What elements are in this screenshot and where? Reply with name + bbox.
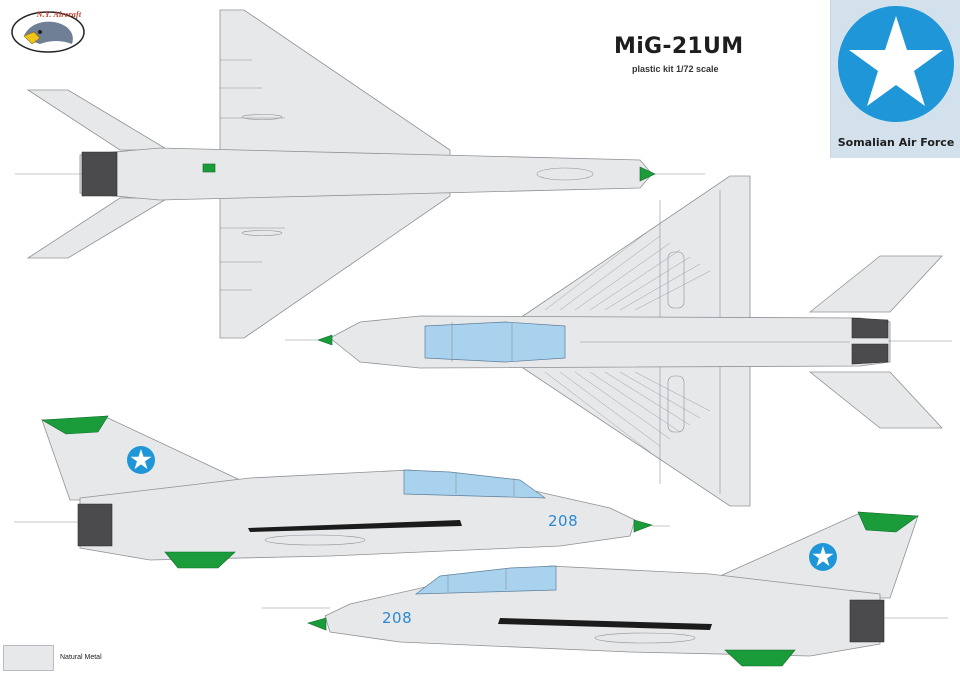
- top-view-exhaust: [81, 151, 118, 197]
- plan-view-stabilizer-upper: [808, 255, 943, 313]
- insignia-label: Somalian Air Force: [837, 136, 955, 149]
- side-profile-right: [262, 511, 948, 667]
- top-view: [15, 9, 705, 339]
- side-profile-right-ventral-fin: [724, 649, 796, 667]
- side-profile-left-nose-cone: [633, 519, 653, 533]
- side-profile-left-exhaust: [77, 503, 113, 547]
- side-profile-left-fin-tip: [40, 415, 109, 435]
- side-profile-left-ventral-fin: [164, 551, 236, 569]
- side-profile-right-canopy: [414, 565, 557, 595]
- page-title: MiG-21UM: [614, 34, 744, 59]
- side-profile-left: [14, 415, 670, 569]
- plan-view-exhaust-lower: [851, 343, 889, 365]
- plan-view-stabilizer-lower: [808, 371, 943, 429]
- brand-logo: N.Y. Aircraft: [10, 6, 86, 54]
- side-profile-right-nose-cone: [307, 617, 327, 631]
- star-roundel-icon: [838, 6, 954, 122]
- side-profile-left-canopy: [403, 469, 547, 499]
- insignia-panel: Somalian Air Force: [830, 0, 960, 158]
- brand-logo-text: N.Y. Aircraft: [36, 10, 82, 19]
- plan-view-wing-upper: [518, 175, 751, 319]
- eagle-head-icon: [11, 11, 85, 53]
- plan-view-canopy: [424, 321, 566, 363]
- top-view-stabilizer-left: [26, 89, 170, 151]
- serial-number-right: 208: [382, 609, 413, 627]
- top-view-marker: [202, 163, 216, 173]
- plan-view-nose-cone: [317, 334, 333, 346]
- plan-view-exhaust-upper: [851, 317, 889, 339]
- top-view-stabilizer-right: [26, 197, 170, 259]
- top-view-nose-cone: [639, 166, 656, 182]
- top-view-fuselage: [79, 147, 653, 201]
- side-profile-right-exhaust: [849, 599, 885, 643]
- side-profile-right-fin-tip: [857, 511, 919, 533]
- legend-label: Natural Metal: [60, 654, 102, 661]
- plan-view: [285, 175, 952, 507]
- page-subtitle: plastic kit 1/72 scale: [632, 64, 719, 74]
- side-profile-right-pylon: [498, 618, 712, 630]
- side-profile-left-pylon: [248, 520, 462, 532]
- plan-view-wing-lower: [518, 365, 751, 507]
- serial-number-left: 208: [548, 512, 579, 530]
- legend-swatch: [3, 645, 54, 671]
